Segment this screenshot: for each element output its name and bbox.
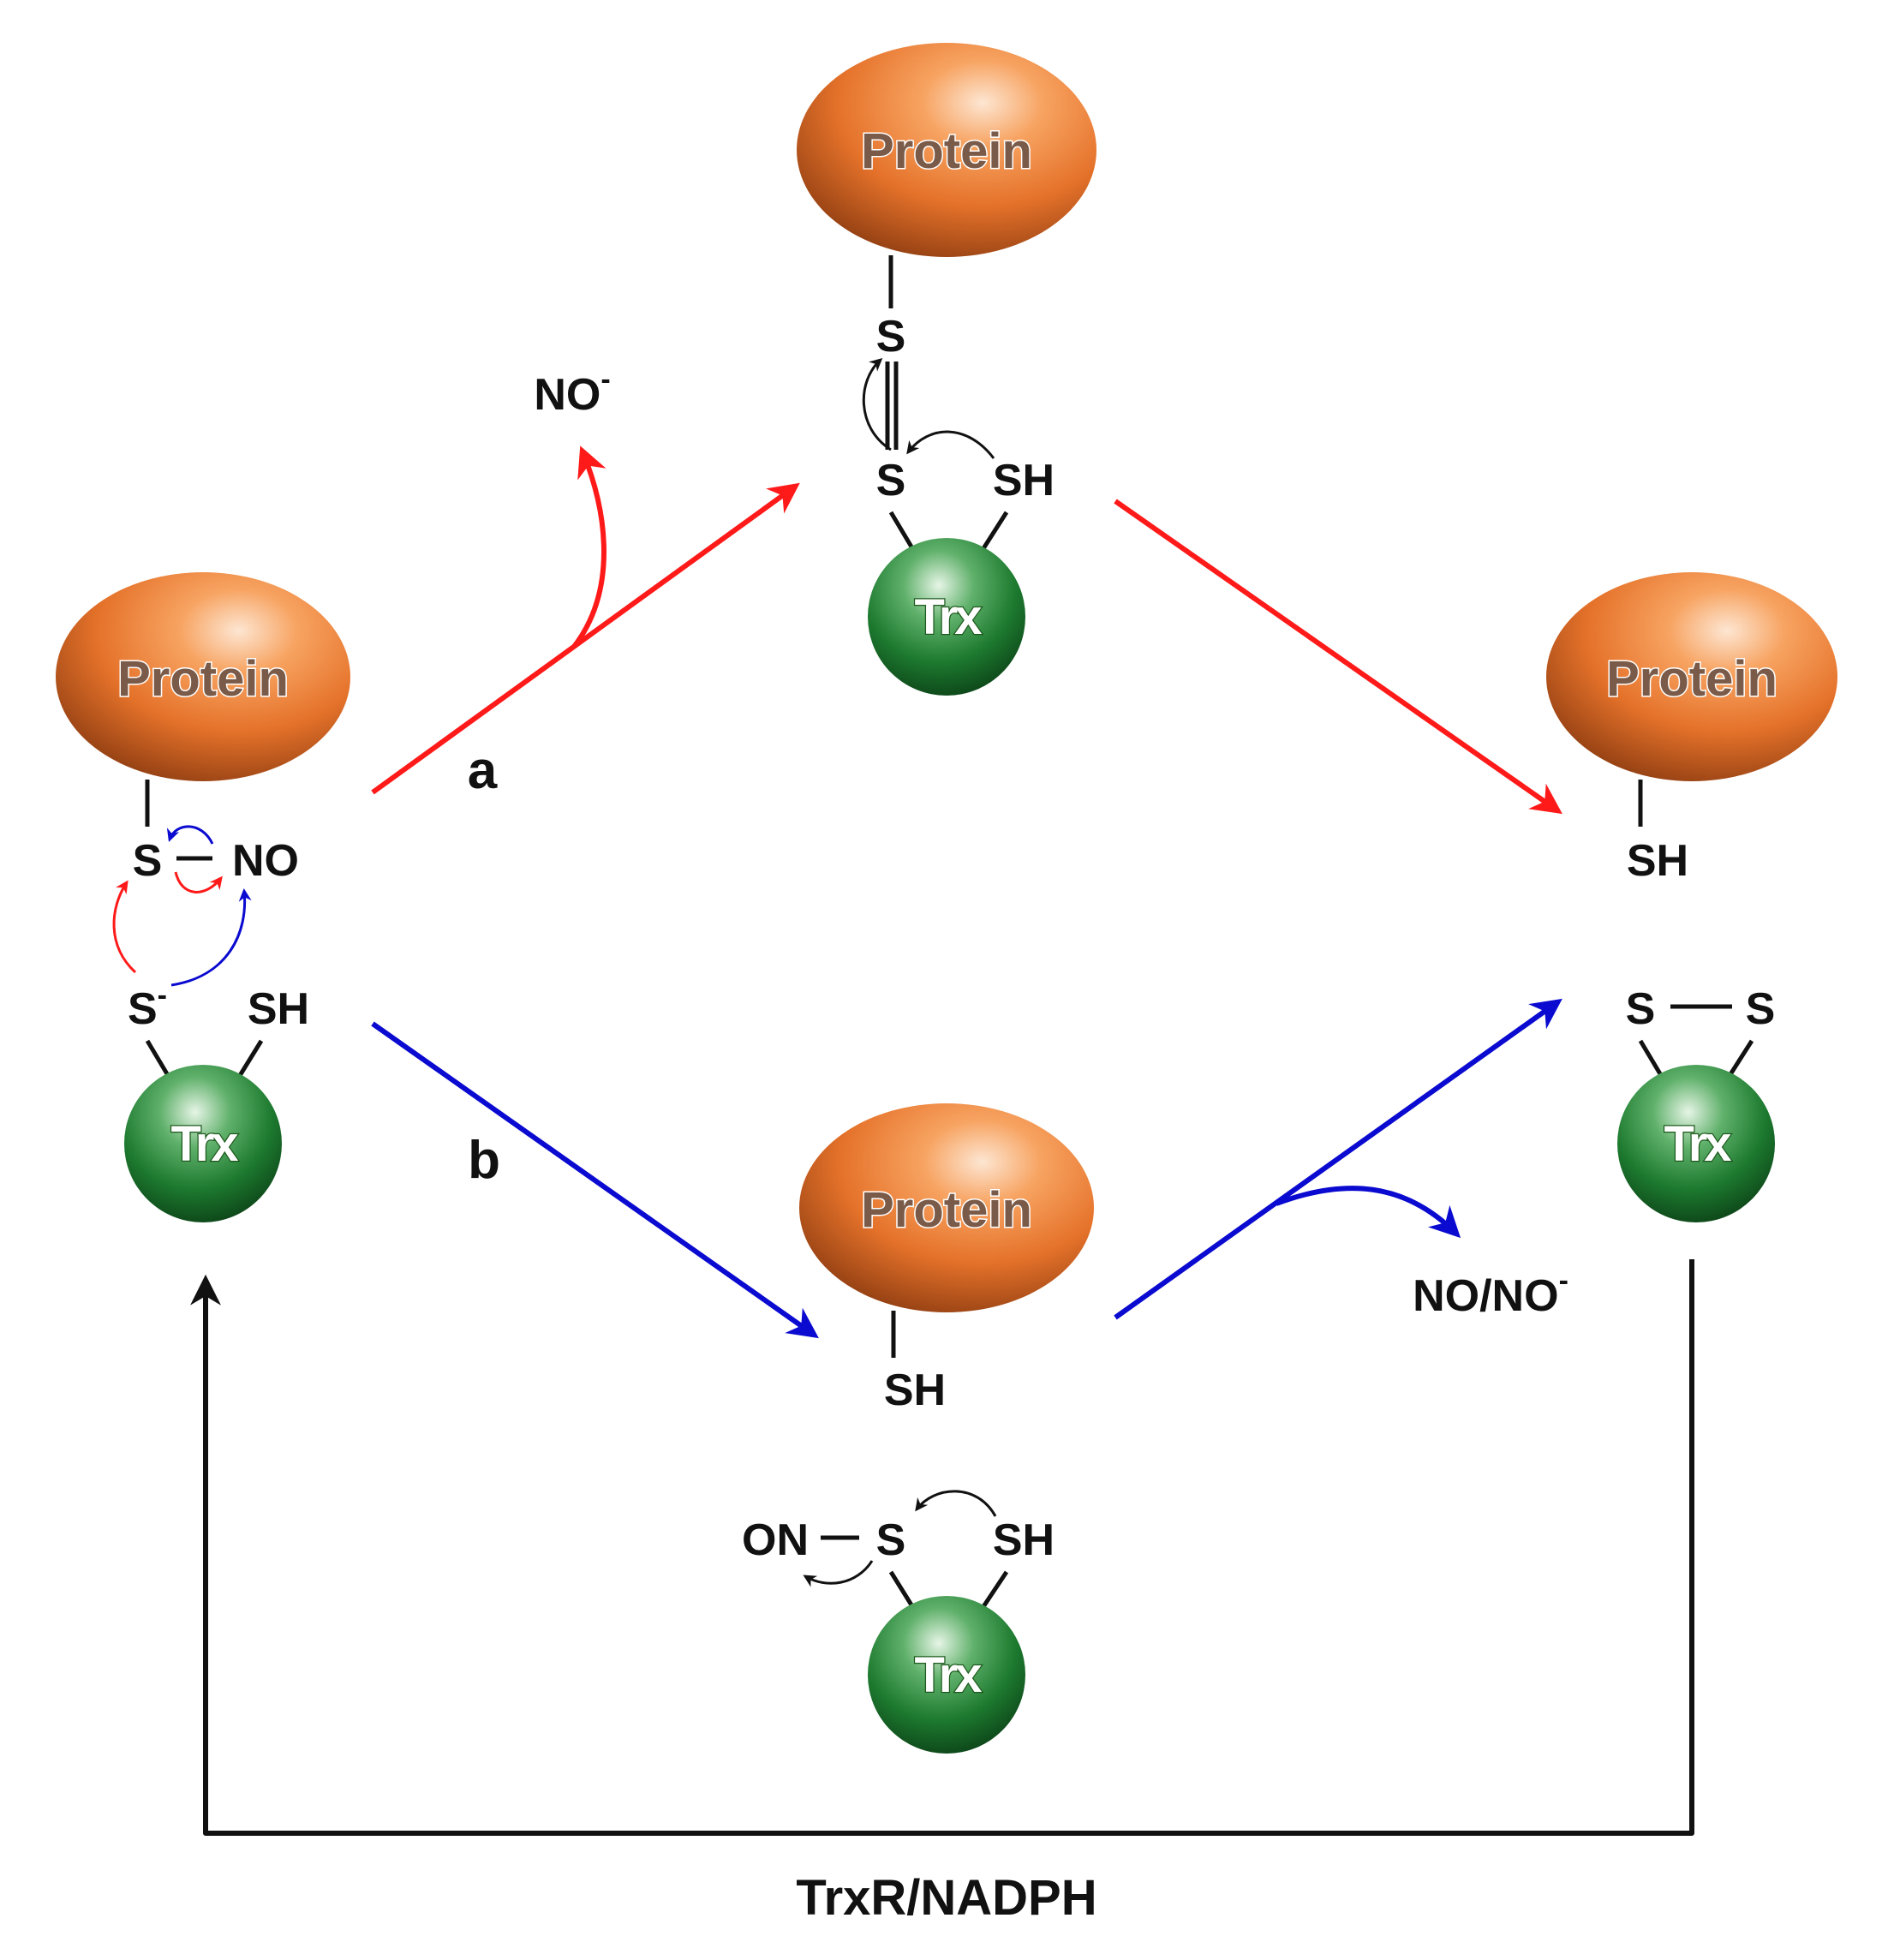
arrow-electron-red-small — [174, 871, 223, 893]
arrow-regeneration — [190, 1259, 1694, 1836]
protein-right-shape — [1546, 572, 1837, 781]
trx-bottom-label: Trx — [914, 1647, 982, 1703]
arrow-a-release-no-minus — [571, 445, 606, 648]
s-bottom-trx: S — [876, 1515, 906, 1565]
regeneration-loop: TrxR/NADPH — [190, 1259, 1694, 1926]
arrow-b-left-to-bottom — [371, 1021, 819, 1339]
pathway-a: NO- a — [371, 363, 1562, 815]
trx-top-label: Trx — [914, 589, 982, 645]
sh-top-trx: SH — [993, 456, 1055, 505]
protein-top-label: Protein — [861, 123, 1032, 179]
on-bottom-trx: ON — [742, 1515, 809, 1565]
sh-left-trx: SH — [248, 984, 309, 1034]
complex-top-mixed-disulfide: Protein S S SH Trx — [797, 43, 1096, 696]
bond-trx-sh-bottom — [978, 1570, 1009, 1612]
arrow-electron-blue-left — [170, 888, 252, 987]
arrow-electron-push-top-right — [906, 430, 995, 459]
trx-bottom-shape — [868, 1596, 1025, 1754]
protein-bottom-shape — [799, 1103, 1094, 1312]
sh-right-protein: SH — [1627, 836, 1688, 886]
arrow-electron-push-bottom-right — [915, 1490, 997, 1517]
complex-left-snitrosylated: Protein S NO S- SH Trx — [56, 572, 350, 1222]
s-left-protein: S — [133, 836, 163, 886]
trx-top-shape — [868, 538, 1025, 696]
complex-bottom-transnitrosylation: Protein SH ON S SH Trx — [742, 1103, 1094, 1754]
s-top-trx: S — [876, 456, 906, 505]
sh-bottom-protein: SH — [884, 1365, 946, 1415]
s-minus-left-trx: S- — [128, 979, 167, 1034]
no-no-minus-released-b: NO/NO- — [1413, 1264, 1568, 1321]
pathway-a-label: a — [468, 741, 498, 800]
no-left: NO — [232, 836, 299, 886]
s-right-trx-2: S — [1746, 984, 1776, 1034]
no-minus-released-a: NO- — [534, 363, 610, 420]
protein-right-label: Protein — [1606, 651, 1777, 707]
arrow-b-bottom-to-right — [1114, 998, 1562, 1320]
protein-bottom-label: Protein — [861, 1182, 1032, 1238]
trx-right-shape — [1617, 1065, 1775, 1222]
bond-trx-sh-top — [978, 511, 1009, 554]
bond-trx-s-bottom — [888, 1570, 917, 1612]
protein-left-label: Protein — [117, 651, 289, 707]
pathway-b: NO/NO- b — [371, 998, 1568, 1339]
arrow-a-left-to-top — [371, 482, 800, 795]
arrow-a-top-to-right — [1114, 499, 1562, 815]
arrow-electron-push-top-left — [862, 357, 892, 451]
arrow-b-release-no — [1275, 1186, 1461, 1239]
protein-top-shape — [797, 43, 1096, 257]
trx-left-label: Trx — [170, 1116, 238, 1172]
arrow-electron-push-bottom-left — [803, 1560, 874, 1587]
arrow-electron-red-left — [112, 880, 137, 974]
s-right-trx-1: S — [1626, 984, 1656, 1034]
trx-right-label: Trx — [1664, 1116, 1731, 1172]
complex-right-products: Protein SH S S Trx — [1546, 572, 1837, 1222]
arrow-electron-blue-small — [166, 825, 214, 845]
protein-left-shape — [56, 572, 350, 781]
bond-trx-s-top — [888, 511, 917, 554]
sh-bottom-trx: SH — [993, 1515, 1055, 1565]
s-top-protein: S — [876, 312, 906, 362]
trx-left-shape — [124, 1065, 282, 1222]
cofactor-label: TrxR/NADPH — [796, 1870, 1096, 1926]
pathway-b-label: b — [468, 1131, 500, 1190]
